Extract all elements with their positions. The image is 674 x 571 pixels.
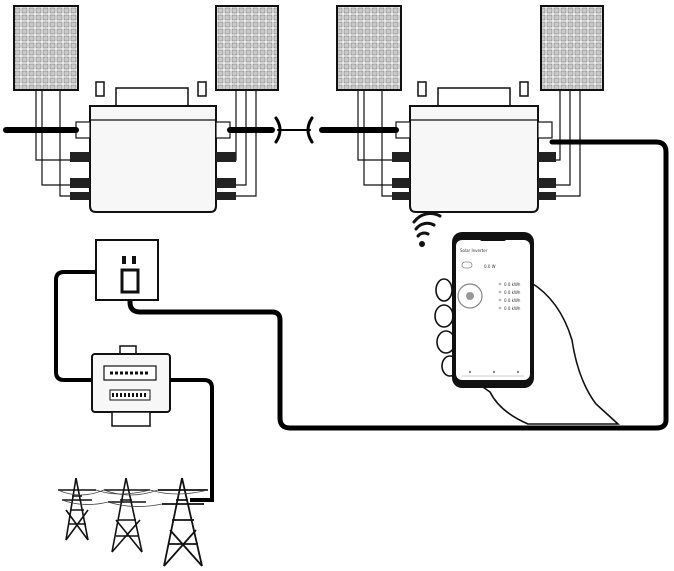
power-lines	[57, 489, 209, 507]
solar-panel-icon	[336, 5, 402, 91]
solar-panel-icon	[215, 5, 279, 91]
socket-meter-cable	[54, 270, 96, 382]
panel-leads-left	[35, 90, 257, 197]
ac-trunk-cable	[3, 116, 669, 431]
phone-line: 0.0 kWh	[504, 298, 521, 303]
power-pylon-icon	[58, 477, 96, 541]
solar-panel-icon	[13, 5, 79, 91]
phone-line: 0.0 kWh	[504, 290, 521, 295]
microinverter-icon	[392, 81, 556, 213]
phone-power-value: 0.0 W	[484, 264, 496, 269]
phone-app-title: Solar Inverter	[460, 248, 488, 253]
phone-line: 0.0 kWh	[504, 306, 521, 311]
wall-socket-icon	[95, 239, 159, 301]
smartphone-icon: Solar Inverter 0.0 W 0.0 kWh 0.0 kWh 0.0…	[452, 232, 534, 388]
phone-line: 0.0 kWh	[504, 282, 521, 287]
wifi-icon	[412, 212, 442, 247]
meter-grid-cable	[170, 378, 214, 502]
solar-panel-icon	[540, 5, 604, 91]
power-pylon-icon	[158, 477, 208, 567]
power-pylon-icon	[104, 477, 150, 553]
microinverter-icon	[70, 81, 236, 213]
energy-meter-icon	[91, 345, 171, 427]
